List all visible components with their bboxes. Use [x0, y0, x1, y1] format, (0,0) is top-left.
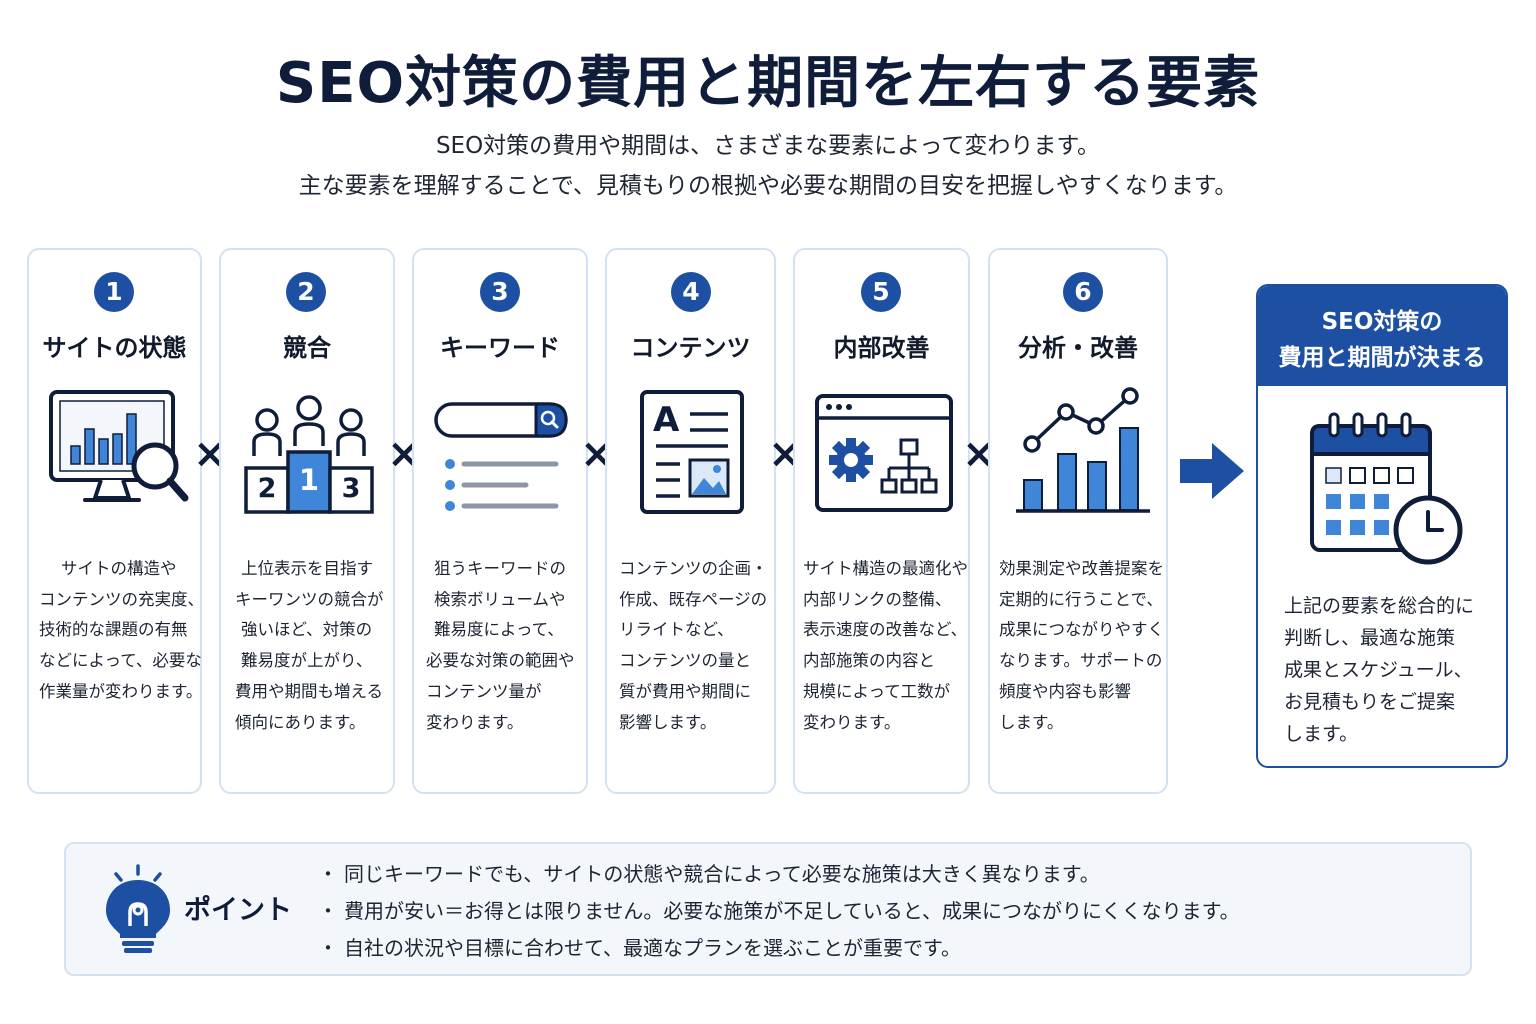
card-description: 効果測定や改善提案を 定期的に行うことで、 成果につながりやすく なります。サポ…	[999, 559, 1164, 732]
step-number: 6	[1063, 272, 1103, 312]
card-title: キーワード	[440, 334, 560, 362]
card-description: コンテンツの企画・ 作成、既存ページの リライトなど、 コンテンツの量と 質が費…	[619, 559, 768, 732]
document-letter: A	[653, 400, 680, 440]
factor-card-analysis: 6 分析・改善 効果測定や改善提案を 定期的に行うことで、 成果につながりやすく…	[988, 248, 1168, 794]
result-title: SEO対策の 費用と期間が決まる	[1258, 286, 1506, 386]
card-title: 分析・改善	[1018, 334, 1138, 362]
card-description: サイトの構造や コンテンツの充実度、 技術的な課題の有無 などによって、必要な …	[39, 559, 204, 701]
card-title: コンテンツ	[630, 334, 751, 362]
lightbulb-icon	[106, 864, 170, 953]
subtitle-line-1: SEO対策の費用や期間は、さまざまな要素によって変わります。	[435, 133, 1101, 159]
factor-card-keywords: 3 キーワード 狙うキーワードの 検索ボリュームや 難易度によって、 必要な対策…	[412, 248, 588, 794]
point-label: ポイント	[184, 895, 292, 926]
growth-chart-icon	[1016, 387, 1150, 513]
card-description: 狙うキーワードの 検索ボリュームや 難易度によって、 必要な対策の範囲や コンテ…	[426, 559, 575, 732]
page-title: SEO対策の費用と期間を左右する要素	[275, 51, 1261, 116]
result-description: 上記の要素を総合的に 判断し、最適な施策 成果とスケジュール、 お見積もりをご提…	[1284, 595, 1475, 745]
search-list-icon	[434, 402, 568, 511]
step-number: 5	[861, 272, 901, 312]
point-item: 自社の状況や目標に合わせて、最適なプランを選ぶことが重要です。	[318, 930, 1240, 967]
factor-card-content: 4 コンテンツ A コンテンツの企画・ 作成、既存ページの リライトなど、 コン…	[605, 248, 776, 794]
factor-card-site-state: 1 サイトの状態 サイトの構造や コンテンツの充実度、 技術的な課題の有無 など…	[27, 248, 204, 794]
step-number: 1	[94, 272, 134, 312]
card-title: 競合	[283, 334, 331, 362]
result-box: SEO対策の 費用と期間が決まる 上記の要素を総合的に 判断し、最適な施策 成果…	[1256, 284, 1508, 768]
factor-card-competitors: 2 競合 2 1 3 上位表示を目指す キーワンツの競合が 強いほど、対策の 難…	[219, 248, 395, 794]
podium-icon	[244, 395, 374, 514]
point-box: ポイント 同じキーワードでも、サイトの状態や競合によって必要な施策は大きく異なり…	[64, 842, 1472, 976]
podium-label-2: 2	[257, 473, 277, 504]
subtitle-line-2: 主な要素を理解することで、見積もりの根拠や必要な期間の目安を把握しやすくなります…	[298, 173, 1238, 199]
podium-label-3: 3	[341, 473, 361, 504]
calendar-clock-icon	[1310, 412, 1463, 565]
browser-gear-icon	[815, 394, 953, 512]
point-item: 費用が安い＝お得とは限りません。必要な施策が不足していると、成果につながりにくく…	[318, 893, 1240, 930]
card-title: 内部改善	[833, 334, 930, 362]
step-number: 3	[480, 272, 520, 312]
step-number: 2	[286, 272, 326, 312]
monitor-search-icon	[49, 390, 189, 502]
podium-label-1: 1	[298, 463, 320, 497]
point-item: 同じキーワードでも、サイトの状態や競合によって必要な施策は大きく異なります。	[318, 856, 1240, 893]
factor-card-internal-improvement: 5 内部改善	[793, 248, 970, 794]
card-description: サイト構造の最適化や 内部リンクの整備、 表示速度の改善など、 内部施策の内容と…	[803, 559, 968, 732]
point-list: 同じキーワードでも、サイトの状態や競合によって必要な施策は大きく異なります。 費…	[318, 856, 1240, 967]
arrow-right-icon	[1180, 443, 1244, 499]
card-title: サイトの状態	[42, 334, 187, 362]
step-number: 4	[671, 272, 711, 312]
card-description: 上位表示を目指す キーワンツの競合が 強いほど、対策の 難易度が上がり、 費用や…	[235, 559, 384, 732]
document-icon	[640, 390, 744, 514]
